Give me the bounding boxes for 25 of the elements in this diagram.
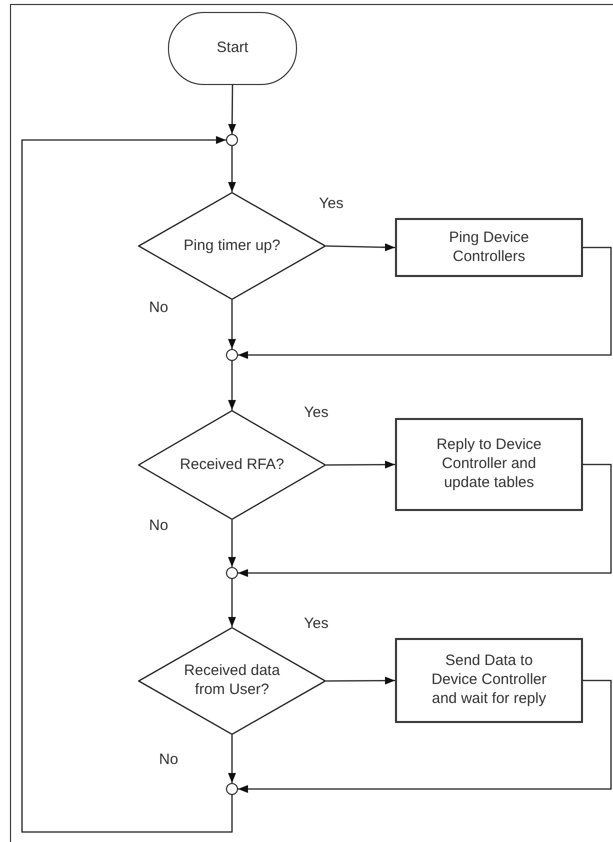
process-box: [395, 218, 583, 277]
arrow: [238, 680, 612, 793]
arrow: [21, 136, 233, 833]
arrow: [238, 464, 612, 577]
arrow: [228, 146, 236, 192]
node-text: Ping Device Controllers: [448, 228, 530, 266]
process-box: [395, 418, 583, 511]
process-box: [395, 638, 583, 723]
arrow: [326, 243, 396, 252]
arrow: [228, 520, 236, 567]
arrow: [228, 361, 236, 410]
arrow: [238, 246, 612, 359]
arrow: [228, 735, 236, 783]
arrow: [228, 579, 236, 627]
node-text: Ping timer up?: [184, 236, 280, 256]
arrow: [326, 676, 395, 685]
decision-diamond: [138, 627, 326, 735]
arrow: [228, 85, 236, 134]
node-text: Send Data to Device Controller and wait for reply: [430, 652, 548, 709]
node-text: Received RFA?: [180, 456, 284, 474]
node-text: Reply to Device Controller and update tables: [435, 436, 543, 493]
arrow: [326, 460, 395, 469]
node-text: Start: [216, 39, 248, 58]
arrow: [228, 300, 236, 349]
node-text: Received data from User?: [183, 662, 281, 700]
